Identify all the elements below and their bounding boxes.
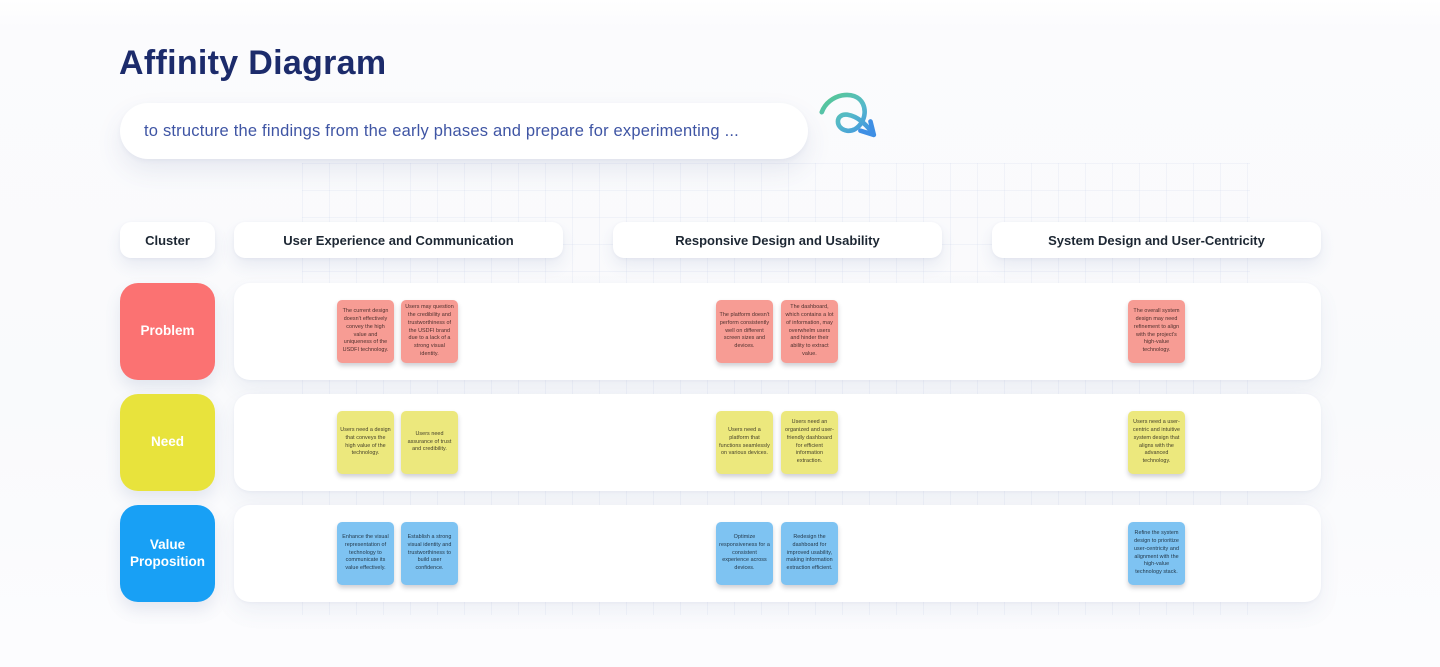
sticky-note[interactable]: The overall system design may need refin…: [1128, 300, 1185, 363]
column-header-label: Responsive Design and Usability: [675, 232, 880, 248]
subtitle-text: to structure the findings from the early…: [144, 121, 739, 140]
column-header-label: User Experience and Communication: [283, 232, 514, 248]
sticky-note[interactable]: Users need a user-centric and intuitive …: [1128, 411, 1185, 474]
sticky-note[interactable]: The dashboard, which contains a lot of i…: [781, 300, 838, 363]
column-header-responsive-design[interactable]: Responsive Design and Usability: [613, 222, 942, 258]
sticky-note[interactable]: Establish a strong visual identity and t…: [401, 522, 458, 585]
sticky-note[interactable]: Optimize responsiveness for a consistent…: [716, 522, 773, 585]
row-label-problem[interactable]: Problem: [120, 283, 215, 380]
row-band-value-proposition: Enhance the visual representation of tec…: [234, 505, 1321, 602]
row-label-text: Value Proposition: [130, 536, 205, 569]
sticky-note[interactable]: Users need a design that conveys the hig…: [337, 411, 394, 474]
sticky-note[interactable]: Enhance the visual representation of tec…: [337, 522, 394, 585]
sticky-note[interactable]: Users may question the credibility and t…: [401, 300, 458, 363]
row-band-problem: The current design doesn't effectively c…: [234, 283, 1321, 380]
row-label-value-proposition[interactable]: Value Proposition: [120, 505, 215, 602]
sticky-note[interactable]: Refine the system design to prioritize u…: [1128, 522, 1185, 585]
row-label-text: Need: [150, 434, 184, 450]
curved-arrow-doodle-icon: [819, 92, 877, 138]
row-label-need[interactable]: Need: [120, 394, 215, 491]
row-band-need: Users need a design that conveys the hig…: [234, 394, 1321, 491]
column-header-user-experience[interactable]: User Experience and Communication: [234, 222, 563, 258]
row-label-text: Problem: [140, 323, 195, 339]
sticky-note[interactable]: The platform doesn't perform consistentl…: [716, 300, 773, 363]
sticky-note[interactable]: Redesign the dashboard for improved usab…: [781, 522, 838, 585]
subtitle-card[interactable]: to structure the findings from the early…: [120, 103, 808, 159]
sticky-note[interactable]: Users need an organized and user-friendl…: [781, 411, 838, 474]
column-header-label: System Design and User-Centricity: [1048, 232, 1265, 248]
page-title: Affinity Diagram: [119, 44, 387, 82]
column-header-system-design[interactable]: System Design and User-Centricity: [992, 222, 1321, 258]
corner-header-label: Cluster: [145, 232, 190, 248]
sticky-note[interactable]: The current design doesn't effectively c…: [337, 300, 394, 363]
sticky-note[interactable]: Users need assurance of trust and credib…: [401, 411, 458, 474]
sticky-note[interactable]: Users need a platform that functions sea…: [716, 411, 773, 474]
corner-header-cluster[interactable]: Cluster: [120, 222, 215, 258]
